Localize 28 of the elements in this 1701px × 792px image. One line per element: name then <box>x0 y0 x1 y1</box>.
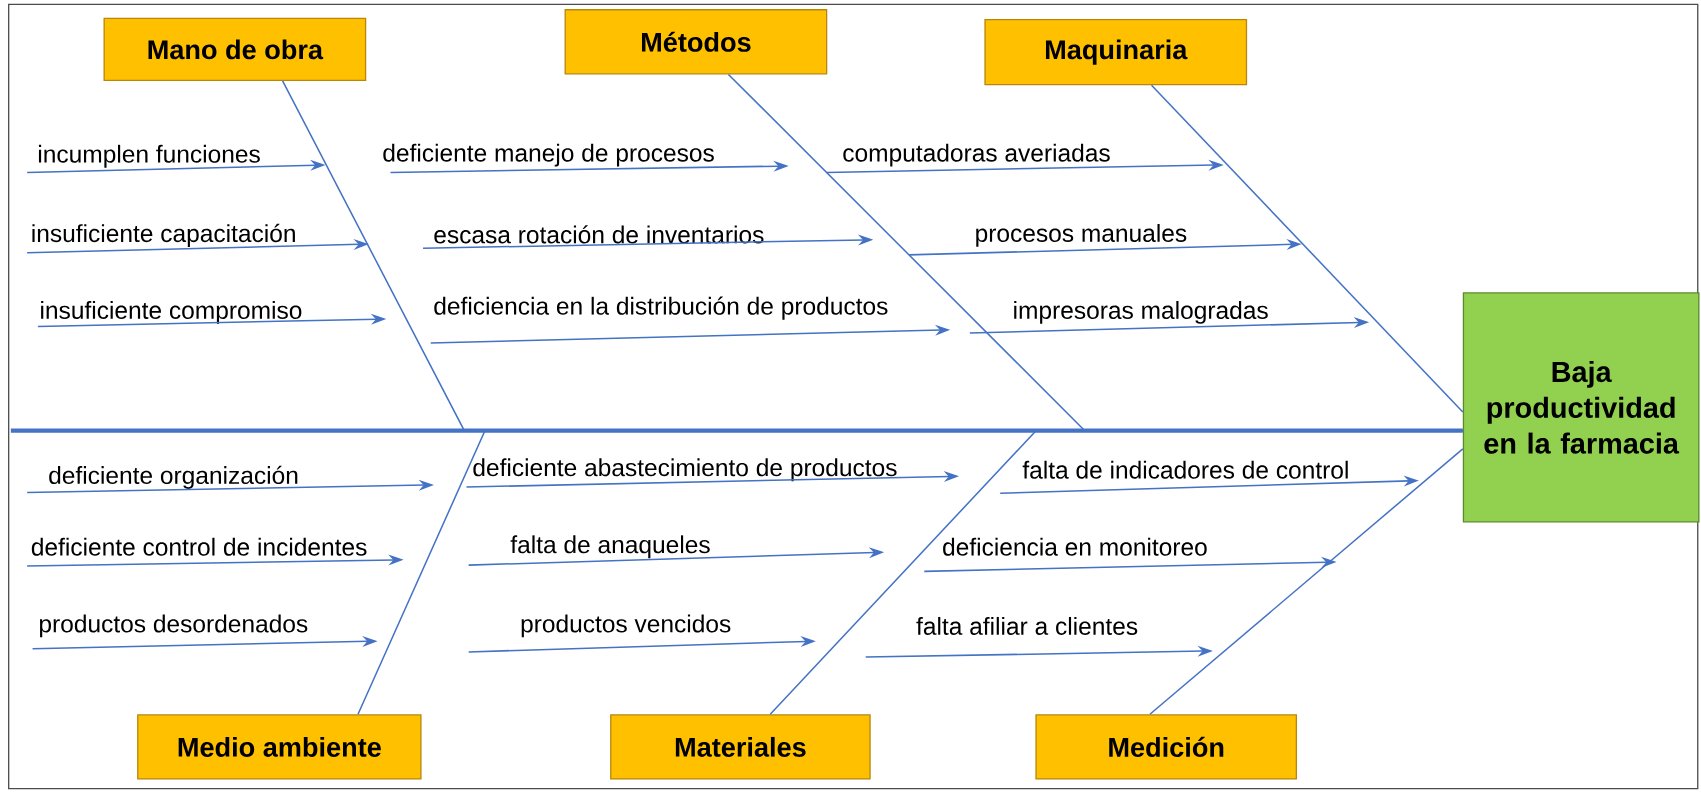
bone-line <box>1149 448 1464 716</box>
category-box: Mano de obra <box>103 17 367 81</box>
cause-label: deficiente abastecimiento de productos <box>473 458 897 482</box>
cause-label: productos desordenados <box>40 614 308 638</box>
cause-label: procesos manuales <box>976 224 1187 247</box>
cause-label: productos vencidos <box>521 614 731 638</box>
cause-label: falta afiliar a clientes <box>916 617 1138 635</box>
cause-label: deficiente manejo de procesos <box>383 143 714 167</box>
cause-label: incumplen funciones <box>38 144 260 168</box>
cause-label: insuficiente compromiso <box>41 301 302 324</box>
cause-label: escasa rotación de inventarios <box>434 225 764 244</box>
category-box: Métodos <box>564 9 828 75</box>
cause-label: deficiente control de incidentes <box>31 537 367 556</box>
effect-box: Baja productividad en la farmacia <box>1462 292 1700 523</box>
spine-line <box>10 428 1463 433</box>
cause-label: deficiente organización <box>49 465 298 489</box>
cause-label: computadoras averiadas <box>843 143 1110 167</box>
cause-label: insuficiente capacitación <box>32 223 295 247</box>
category-box: Medición <box>1035 714 1298 780</box>
cause-label: impresoras malogradas <box>1014 301 1268 324</box>
cause-label: deficiencia en la distribución de productos <box>434 296 888 320</box>
cause-label: falta de indicadores de control <box>1022 460 1348 479</box>
category-box: Materiales <box>610 714 871 780</box>
category-box: Maquinaria <box>984 18 1248 86</box>
category-box: Medio ambiente <box>137 714 422 780</box>
bone-line <box>1150 84 1464 413</box>
cause-label: falta de anaqueles <box>510 535 710 559</box>
cause-label: deficiencia en monitoreo <box>943 537 1207 556</box>
